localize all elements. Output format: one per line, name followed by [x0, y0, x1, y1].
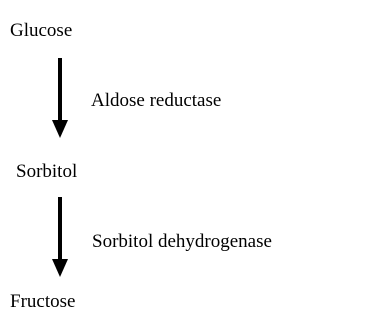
arrow-down-icon — [52, 58, 68, 138]
compound-fructose: Fructose — [10, 291, 76, 312]
compound-glucose: Glucose — [10, 20, 73, 41]
enzyme-sorbitol-dehydrogenase: Sorbitol dehydrogenase — [92, 231, 272, 252]
compound-sorbitol: Sorbitol — [16, 161, 78, 182]
enzyme-aldose-reductase: Aldose reductase — [91, 90, 222, 111]
arrow-down-icon — [52, 197, 68, 277]
